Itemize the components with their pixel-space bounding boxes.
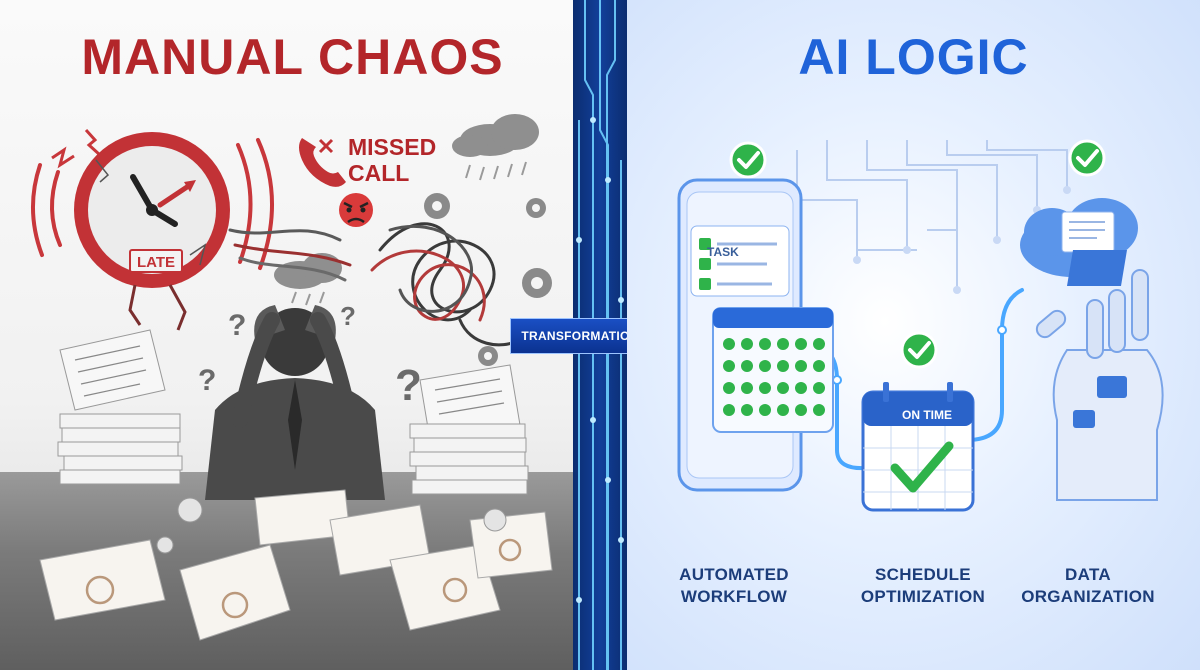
missed-call-label: MISSED CALL xyxy=(348,134,436,186)
caption-line: OPTIMIZATION xyxy=(860,587,986,606)
angry-face-icon xyxy=(339,193,373,227)
calendar-check xyxy=(795,382,807,394)
caption-line: WORKFLOW xyxy=(680,587,788,606)
manual-chaos-title: MANUAL CHAOS xyxy=(81,29,504,85)
checkmark-icon xyxy=(1068,139,1106,177)
calendar-check xyxy=(813,338,825,350)
on-time-label: ON TIME xyxy=(902,408,952,422)
transformation-label: TRANSFORMATION xyxy=(510,318,650,354)
calendar-check xyxy=(759,360,771,372)
calendar-check xyxy=(723,404,735,416)
missed-call-line-1: MISSED xyxy=(348,134,437,160)
question-mark: ? xyxy=(198,364,216,397)
calendar-check xyxy=(723,338,735,350)
caption-automated-workflow: AUTOMATED WORKFLOW xyxy=(654,564,814,608)
calendar-check xyxy=(741,404,753,416)
missed-call-line-2: CALL xyxy=(348,160,410,186)
ai-logic-title: AI LOGIC xyxy=(798,29,1029,85)
calendar-check xyxy=(723,382,735,394)
calendar-check xyxy=(741,338,753,350)
task-label: TASK xyxy=(707,245,739,259)
circuit-lines xyxy=(576,0,624,670)
smartphone-icon xyxy=(677,178,834,492)
caption-line: ORGANIZATION xyxy=(1021,587,1155,606)
calendar-check xyxy=(795,338,807,350)
calendar-check xyxy=(813,360,825,372)
calendar-check xyxy=(777,338,789,350)
question-mark: ? xyxy=(228,309,246,342)
caption-line: DATA xyxy=(1065,565,1111,584)
stressed-person-icon xyxy=(205,305,385,500)
calendar-check xyxy=(777,404,789,416)
calendar-check xyxy=(777,382,789,394)
checkmark-icon xyxy=(900,331,938,369)
caption-line: SCHEDULE xyxy=(875,565,971,584)
question-mark: ? xyxy=(395,361,422,410)
calendar-check xyxy=(795,404,807,416)
ai-illustration: TASK ON TIME xyxy=(677,139,1164,512)
chaos-illustration: ? ? ? ? xyxy=(31,114,553,641)
clock-icon xyxy=(74,132,230,331)
cloud-folder-icon xyxy=(1020,198,1138,286)
manual-chaos-panel: ? ? ? ? xyxy=(0,0,585,670)
robot-hand-icon xyxy=(1035,269,1164,501)
caption-line: AUTOMATED xyxy=(679,565,789,584)
calendar-check xyxy=(741,382,753,394)
tangled-wires xyxy=(228,222,522,347)
calendar-check xyxy=(795,360,807,372)
paper-stack-icon xyxy=(57,413,529,495)
gear-icon xyxy=(424,193,552,366)
calendar-check xyxy=(813,382,825,394)
phone-calendar-grid xyxy=(723,338,825,416)
phone-icon xyxy=(299,138,346,187)
checkmark-icon xyxy=(729,141,767,179)
caption-data-organization: DATA ORGANIZATION xyxy=(1008,564,1168,608)
question-mark: ? xyxy=(340,301,356,331)
calendar-check xyxy=(759,404,771,416)
calendar-check xyxy=(813,404,825,416)
calendar-check xyxy=(759,338,771,350)
calendar-check xyxy=(741,360,753,372)
ai-logic-panel: TASK ON TIME xyxy=(627,0,1200,670)
calendar-check xyxy=(723,360,735,372)
calendar-check xyxy=(777,360,789,372)
calendar-check xyxy=(759,382,771,394)
calendar-icon xyxy=(861,382,975,512)
caption-schedule-optimization: SCHEDULE OPTIMIZATION xyxy=(838,564,1008,608)
